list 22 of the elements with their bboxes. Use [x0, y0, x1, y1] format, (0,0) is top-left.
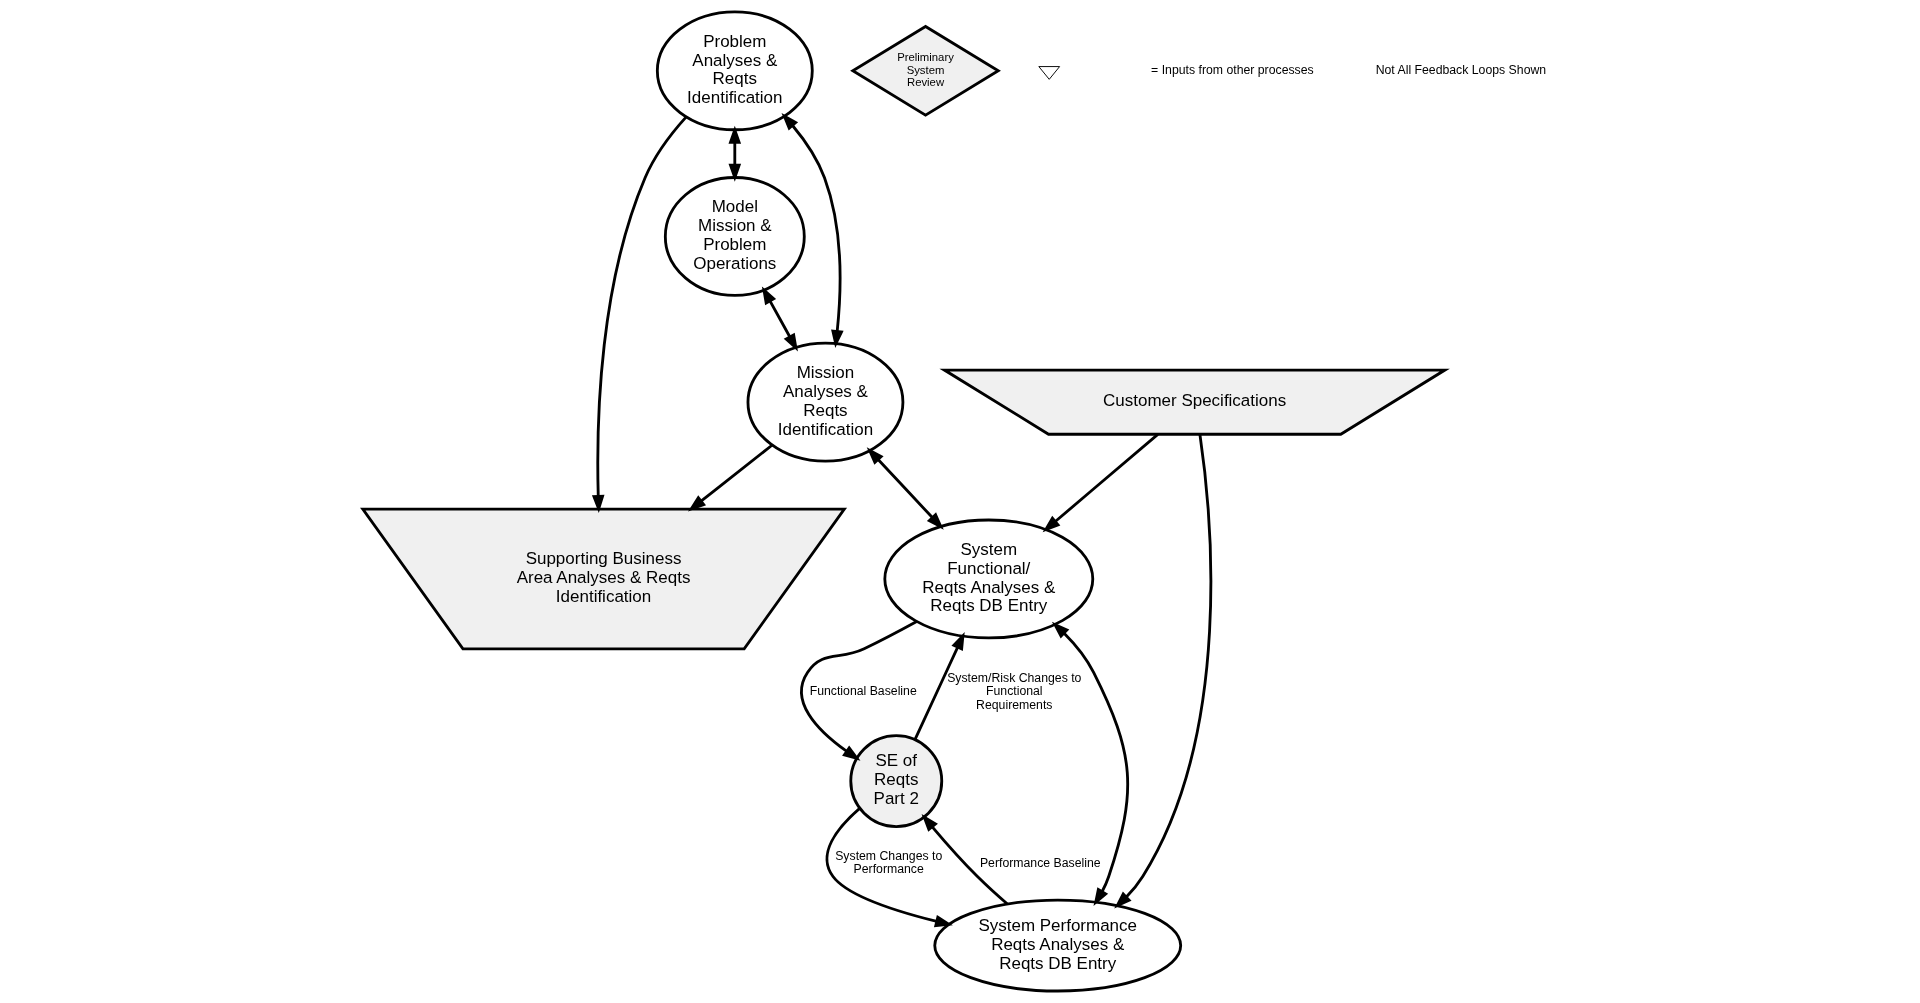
legend-label: = Inputs from other processes — [1151, 63, 1314, 78]
arrow — [1114, 434, 1213, 909]
arrow — [591, 115, 688, 513]
arrow — [921, 814, 1009, 906]
arrow — [825, 807, 953, 928]
label: Not All Feedback Loops Shown — [1375, 63, 1547, 78]
arrow — [800, 620, 918, 761]
edge-label: Functional Baseline — [809, 684, 917, 699]
edge-label: System Changes to Performance — [835, 848, 943, 877]
node-ellipse: Model Mission & Problem Operations — [663, 176, 806, 297]
arrow — [728, 125, 742, 182]
arrow — [1051, 621, 1130, 906]
arrow — [781, 112, 844, 348]
node-circle: SE of Reqts Part 2 — [849, 734, 944, 828]
arrow — [866, 447, 944, 530]
arrow — [1042, 433, 1159, 533]
arrow — [913, 632, 965, 741]
arrow — [761, 286, 798, 352]
edge-label: System/Risk Changes to Functional Requirements — [947, 671, 1082, 712]
edge-label: Performance Baseline — [979, 855, 1101, 870]
arrow — [688, 443, 774, 512]
node-diamond: Preliminary System Review — [850, 24, 1001, 117]
